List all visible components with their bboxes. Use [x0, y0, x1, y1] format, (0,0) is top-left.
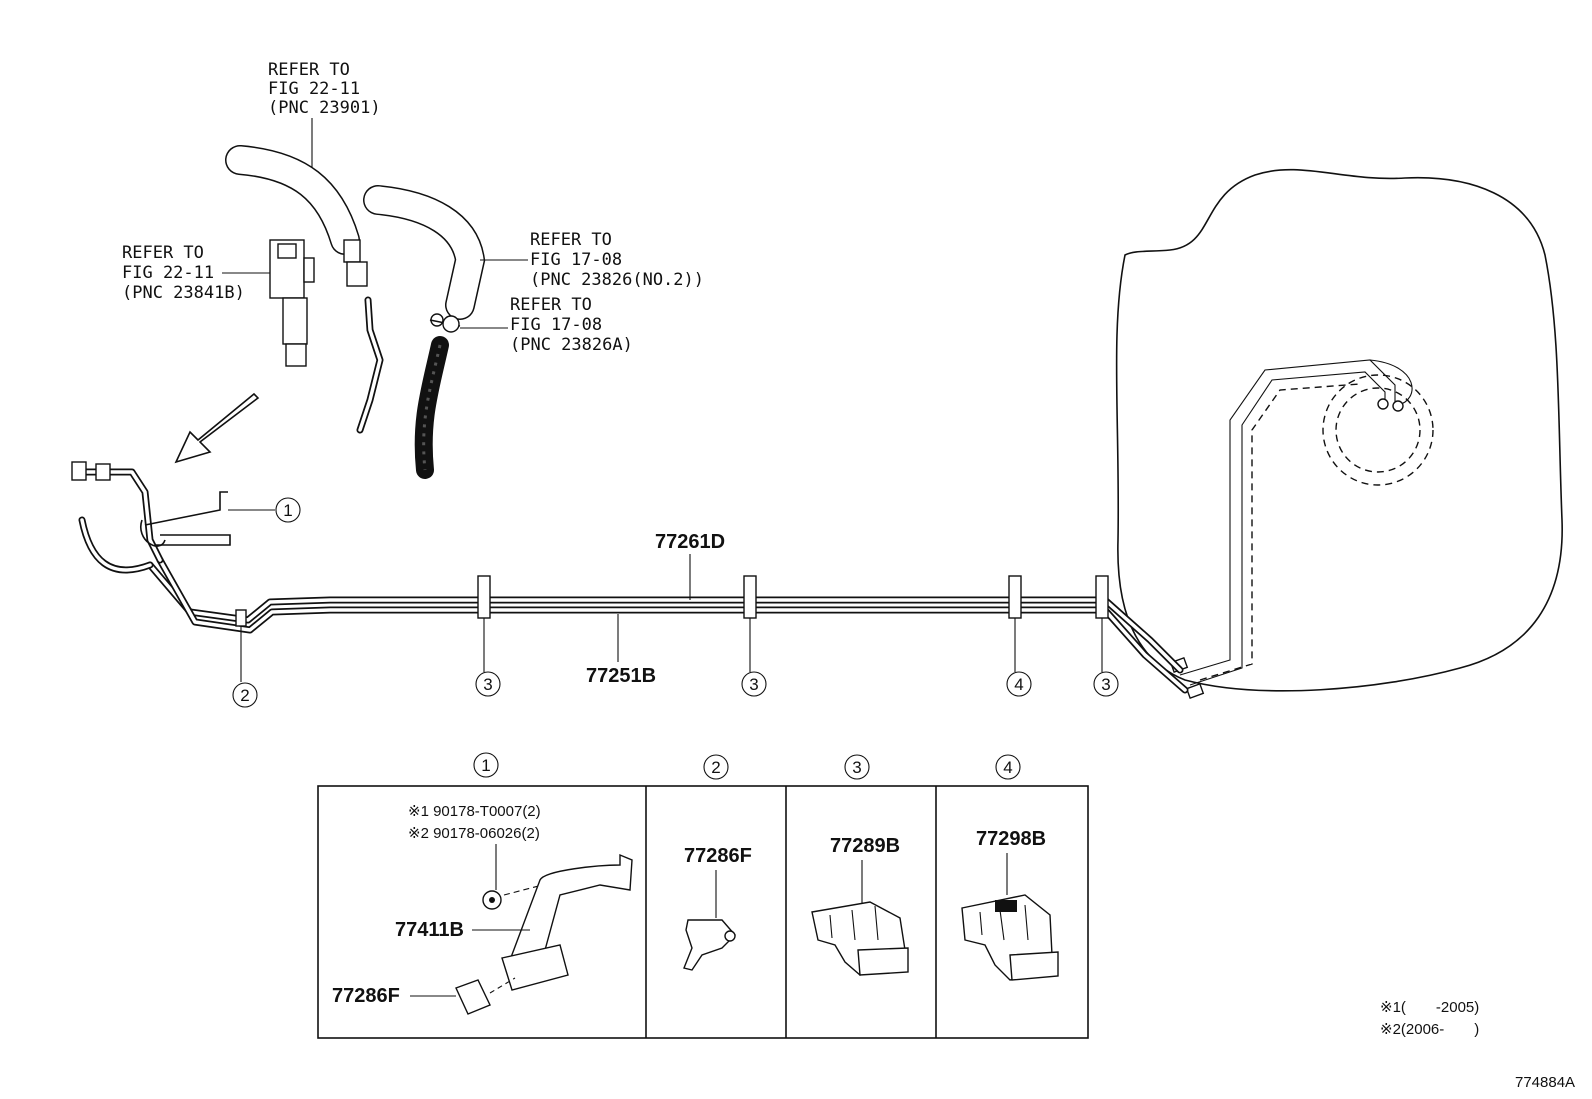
callout-3c-text: 3 — [1101, 675, 1110, 694]
note-1: ※1( -2005) — [1380, 999, 1479, 1016]
panel-4-callout: 4 — [1003, 758, 1012, 777]
callout-4-text: 4 — [1014, 675, 1023, 694]
ref-23826no2-line3: (PNC 23826(NO.2)) — [530, 270, 704, 290]
part-number-77261d: 77261D — [655, 531, 725, 553]
ref-23826a-line3: (PNC 23826A) — [510, 335, 633, 355]
callout-3b: 3 — [741, 618, 767, 697]
ref-label-pnc23826no2: REFER TO FIG 17-08 (PNC 23826(NO.2)) — [480, 230, 704, 290]
callout-2: 2 — [232, 626, 258, 708]
ref-label-pnc23901: REFER TO FIG 22-11 (PNC 23901) — [268, 60, 381, 168]
callout-4: 4 — [1006, 618, 1032, 697]
ref-23826no2-line2: FIG 17-08 — [530, 250, 622, 270]
ref-label-pnc23826a: REFER TO FIG 17-08 (PNC 23826A) — [460, 295, 633, 355]
callout-1: 1 — [228, 497, 301, 523]
pipe-bracket-77411b — [139, 491, 231, 547]
panel-1-callout: 1 — [481, 756, 490, 775]
fuel-tank — [1115, 168, 1563, 699]
ref-23841b-line1: REFER TO — [122, 243, 204, 263]
ref-23826a-line2: FIG 17-08 — [510, 315, 602, 335]
hose-23826-no2 — [363, 185, 486, 320]
detail-table: 1 2 3 4 ※1 90178-T0007(2) ※2 90178-06026… — [317, 752, 1089, 1039]
direction-arrow — [174, 392, 260, 464]
main-fuel-pipes — [71, 461, 1189, 694]
label-77251b: 77251B — [586, 614, 656, 687]
note-2: ※2(2006- ) — [1380, 1021, 1479, 1038]
callout-2-text: 2 — [240, 686, 249, 705]
ref-23841b-line2: FIG 22-11 — [122, 263, 214, 283]
ref-23901-line3: (PNC 23901) — [268, 98, 381, 118]
ref-23826a-line1: REFER TO — [510, 295, 592, 315]
figure-id: 774884A — [1515, 1074, 1575, 1091]
part-number-90178-t0007: ※1 90178-T0007(2) — [408, 803, 541, 820]
hose-23901 — [225, 145, 384, 434]
vent-hose — [414, 336, 449, 479]
part-number-77286f-panel2: 77286F — [684, 845, 752, 867]
hose-clip-23826a — [429, 313, 461, 333]
panel-3-callout: 3 — [852, 758, 861, 777]
callout-3b-text: 3 — [749, 675, 758, 694]
callout-3c: 3 — [1093, 618, 1119, 697]
part-number-90178-06026: ※2 90178-06026(2) — [408, 825, 540, 842]
part-number-77251b: 77251B — [586, 665, 656, 687]
connector-23841b — [269, 239, 315, 367]
pipe-clamps — [235, 575, 1109, 627]
ref-23901-line1: REFER TO — [268, 60, 350, 80]
ref-23826no2-line1: REFER TO — [530, 230, 612, 250]
ref-23901-line2: FIG 22-11 — [268, 79, 360, 99]
part-number-77289b: 77289B — [830, 835, 900, 857]
part-number-77286f-panel1: 77286F — [332, 985, 400, 1007]
part-number-77411b: 77411B — [395, 919, 464, 941]
callout-3a: 3 — [475, 618, 501, 697]
callout-3a-text: 3 — [483, 675, 492, 694]
ref-23841b-line3: (PNC 23841B) — [122, 283, 245, 303]
part-number-77298b: 77298B — [976, 828, 1046, 850]
callout-1-text: 1 — [283, 501, 292, 520]
ref-label-pnc23841b: REFER TO FIG 22-11 (PNC 23841B) — [122, 243, 270, 303]
label-77261d: 77261D — [655, 531, 725, 600]
panel-2-callout: 2 — [711, 758, 720, 777]
